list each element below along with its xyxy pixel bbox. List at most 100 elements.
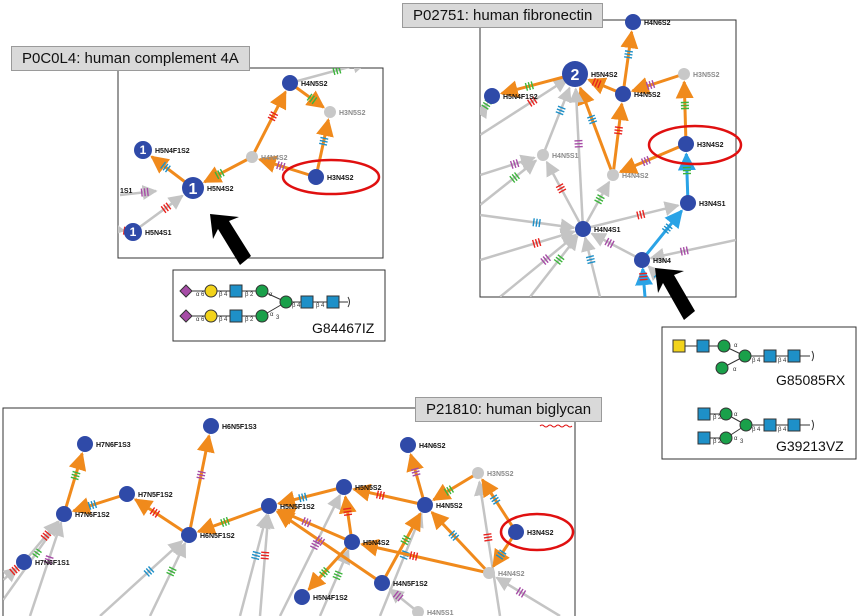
network-edge [276,485,345,509]
network-edge [675,80,694,145]
node-count-badge: 2 [571,67,580,84]
node-label: 1S1 [120,188,133,195]
node-label: H5N4F1S2 [313,595,348,602]
fibronectin-panel-title: P02751: human fibronectin [402,3,604,28]
modification-mark [555,183,564,189]
modification-mark [43,560,52,565]
network-edge [480,102,489,120]
glcnac-icon [229,284,243,298]
linkage-label: β [713,439,717,445]
network-edge [610,102,629,176]
glycan-node [203,418,219,434]
linkage-label: 2 [250,292,254,298]
linkage-label: 4 [297,303,301,309]
modification-mark [492,499,501,505]
modification-mark [278,161,283,171]
modification-mark [392,590,399,598]
glycan-g84467iz [179,284,350,323]
linkage-label: 3 [740,439,744,445]
node-label: H7N6F1S3 [96,442,131,449]
modification-mark [604,237,610,246]
modification-mark [594,199,602,205]
modification-mark [443,488,449,496]
modification-mark [152,508,158,517]
glycan-node [400,437,416,453]
modification-mark [162,163,169,171]
network-edge [118,221,126,236]
modification-mark [448,485,455,493]
modification-mark [298,494,302,503]
modification-mark [642,209,646,219]
node-label: H3N5S2 [339,110,366,117]
modification-mark [482,101,491,108]
modification-mark [515,159,520,168]
modification-mark [450,532,458,539]
node-label: H3N5S2 [487,471,514,478]
glycan-code-g84467iz: G84467IZ [312,320,375,336]
biglycan-panel-title: P21810: human biglycan [415,397,603,422]
glycan-node [680,195,696,211]
linkage-label: 4 [757,427,761,433]
modification-mark [164,165,171,173]
network-edge [352,483,426,507]
linkage-label: β [316,303,320,309]
glycan-g85085rx-linkages: α α β 4 β 4 [733,343,787,373]
mannose-icon [255,309,269,323]
modification-mark [411,470,420,474]
modification-mark [168,566,177,572]
node-label: H4N5S1 [427,610,454,616]
modification-mark [640,158,646,167]
network-edge [481,478,518,533]
modification-mark [312,539,321,545]
linkage-label: α [733,367,737,373]
modification-mark [72,470,81,475]
node-label: H7N6F1S1 [35,560,70,567]
glycan-node [537,149,549,161]
linkage-label: β [292,303,296,309]
modification-mark [614,126,623,129]
glycan-node [575,221,591,237]
modification-mark [334,570,343,575]
modification-mark [261,551,270,554]
modification-mark [251,556,260,561]
modification-mark [446,486,452,495]
modification-mark [513,172,521,180]
linkage-label: β [245,317,249,323]
modification-mark [515,587,522,595]
red-ellipse-icon [281,158,381,196]
modification-mark [412,551,416,561]
glycan-code-g85085rx: G85085RX [776,372,846,388]
modification-mark [154,510,161,518]
modification-mark [481,104,489,110]
glycan-g84467iz-linkages: α 6 β 4 β 2 α 6 β 4 β 2 α α 3 β 4 β 4 [196,292,325,323]
modification-mark [309,545,318,551]
linkage-label: 6 [201,317,205,323]
modification-mark [537,238,542,247]
glycan-node [181,527,197,543]
network-edge [480,228,576,262]
glycan-node [182,177,204,199]
modification-mark [338,68,342,74]
glcnac-icon [763,418,777,432]
network-edge [202,155,253,184]
linkage-label: β [219,292,223,298]
modification-mark [71,473,80,478]
modification-mark [309,95,315,103]
node-label: H4N4S2 [498,571,525,578]
modification-mark [147,566,155,573]
linkage-label: 6 [201,292,205,298]
modification-mark [679,247,683,256]
modification-mark [143,570,150,577]
modification-mark [11,566,18,574]
black-arrow-icon [210,214,251,265]
mannose-icon [715,361,729,375]
linkage-label: β [752,427,756,433]
glcnac-icon [326,295,340,309]
node-label: H3N4S1 [699,201,726,208]
modification-mark [512,159,517,169]
node-count-badge: 1 [140,143,147,157]
modification-mark [511,173,518,182]
glycan-node [134,141,152,159]
modification-mark [643,157,649,166]
